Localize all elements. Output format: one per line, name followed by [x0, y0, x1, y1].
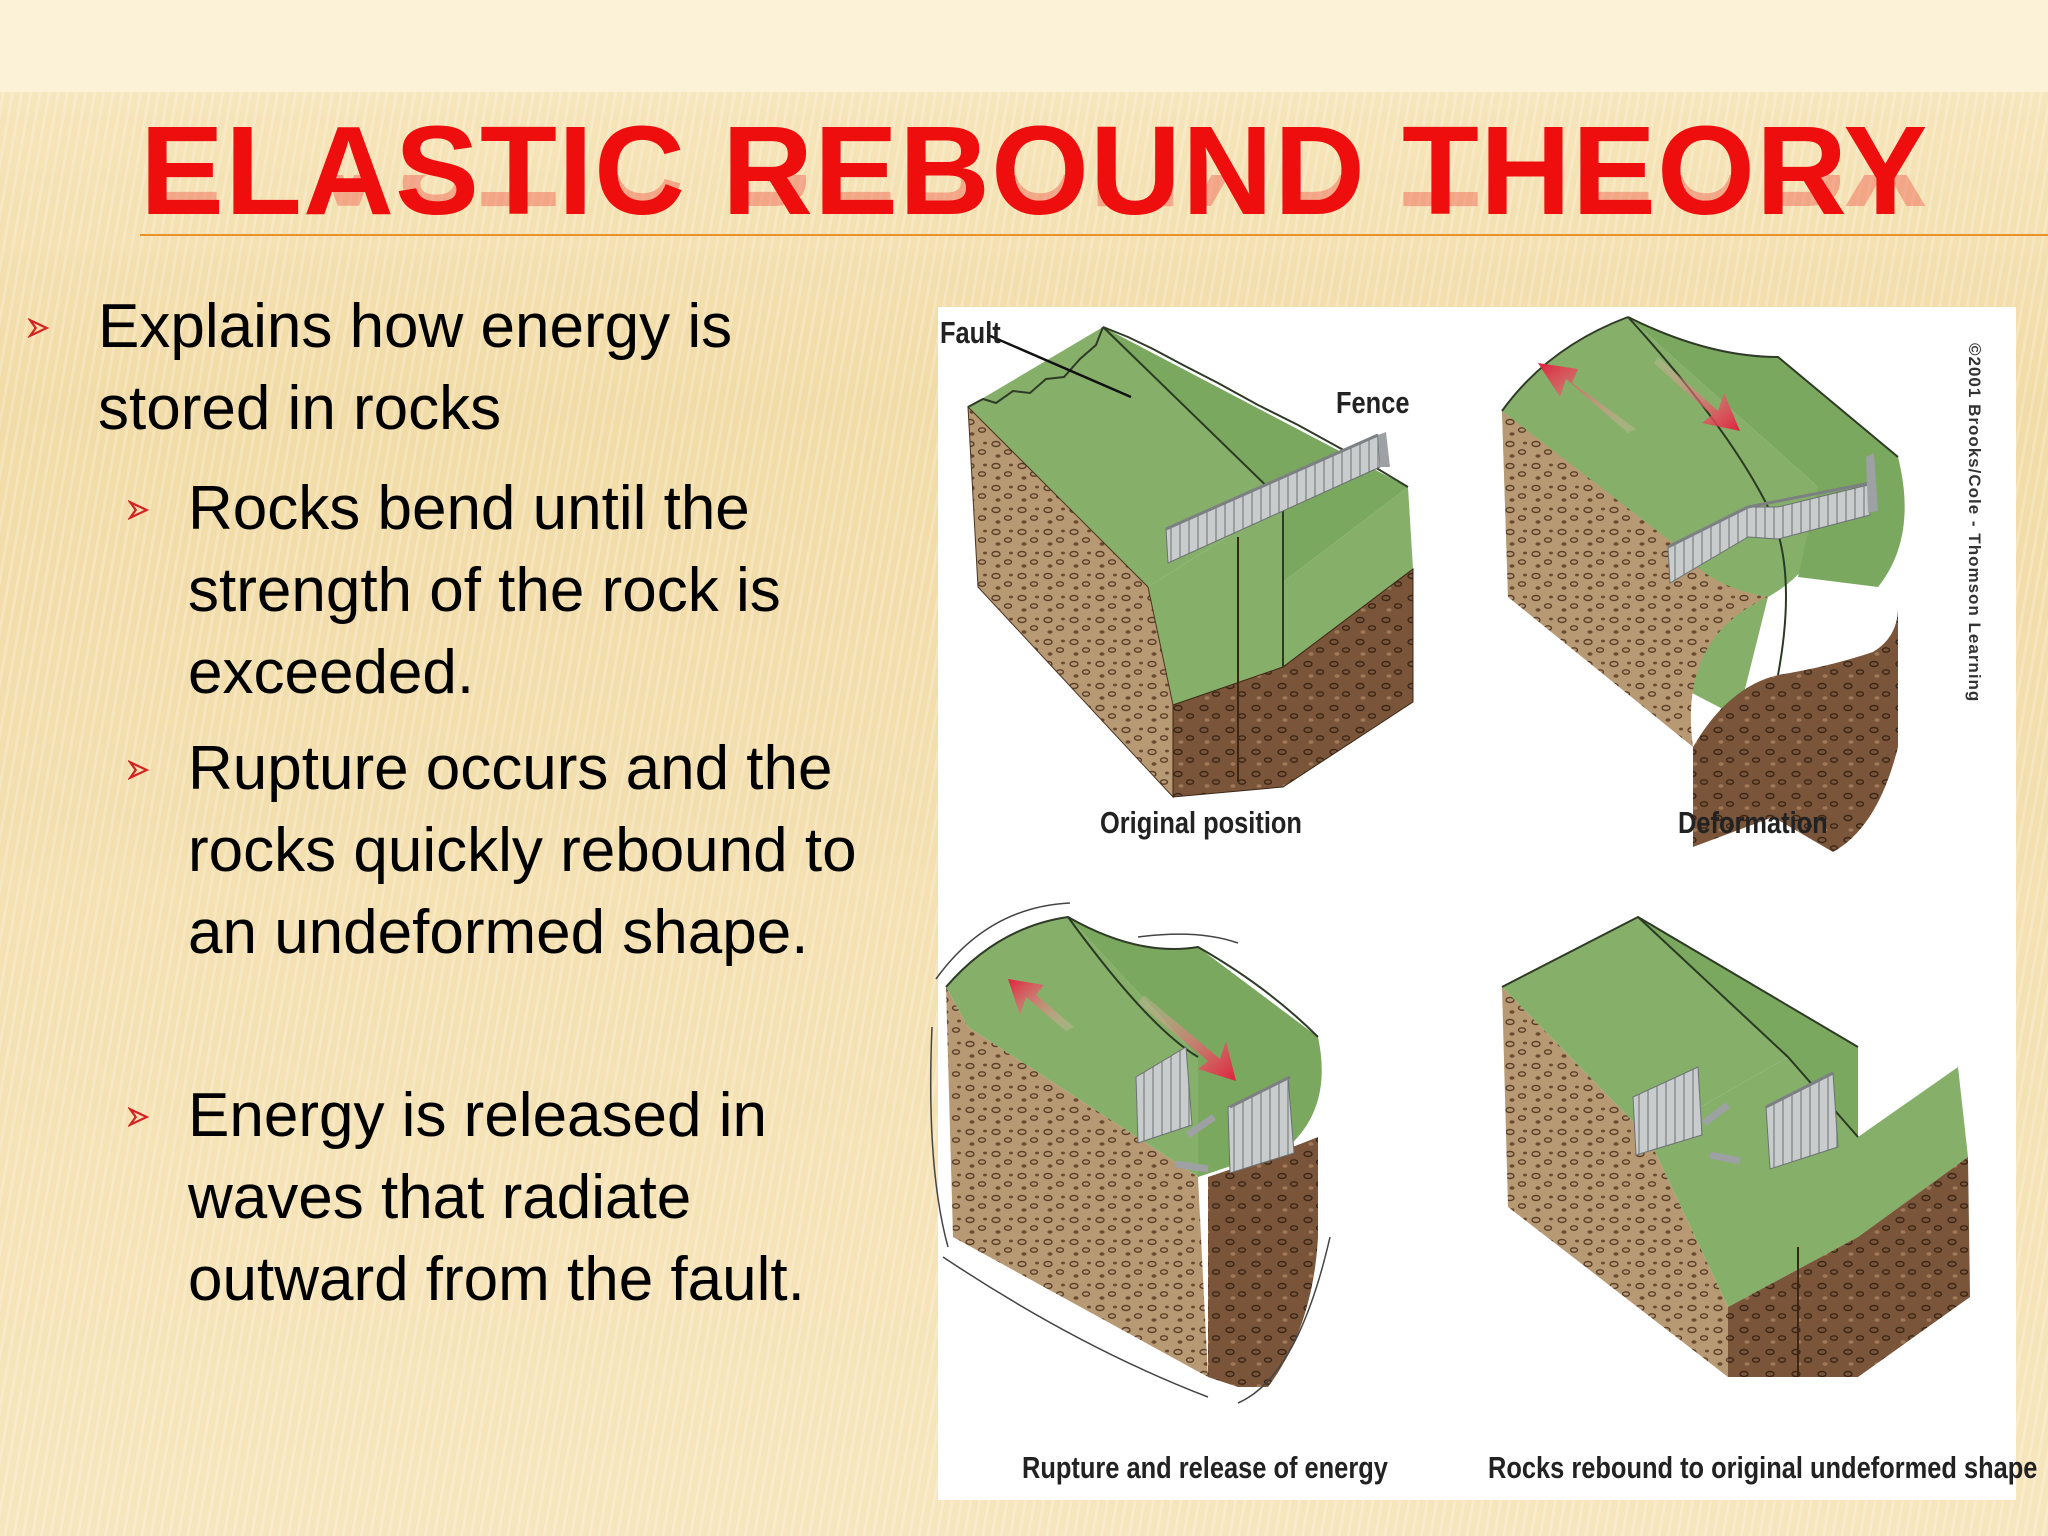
panel-caption: Original position: [1100, 805, 1302, 840]
fault-pointer-line: [987, 333, 1132, 399]
panel-deformation: [1501, 316, 1905, 852]
bullet-item: Energy is released in waves that radiate…: [128, 1075, 888, 1321]
bullet-item: Rupture occurs and the rocks quickly reb…: [128, 728, 888, 974]
panel-rebound: [1501, 915, 1970, 1377]
bullet-arrow-icon: [128, 760, 150, 780]
panel-caption: Rupture and release of energy: [1022, 1450, 1388, 1485]
elastic-rebound-figure: Fault Fence Original position Deformatio…: [929, 307, 2037, 1500]
panel-caption: Deformation: [1678, 805, 1828, 840]
bullet-arrow-icon: [28, 318, 50, 338]
bullet-arrow-icon: [128, 1107, 150, 1127]
seismic-wave-line: [1237, 1236, 1331, 1404]
bullet-item: Explains how energy is stored in rocks: [28, 286, 898, 450]
bullet-text: Explains how energy is stored in rocks: [98, 292, 733, 443]
motion-arrow-icon: [1138, 995, 1236, 1081]
seismic-wave-line: [942, 1256, 1209, 1398]
bullet-text: Energy is released in waves that radiate…: [188, 1081, 805, 1314]
motion-arrow-icon: [1654, 357, 1740, 431]
bullet-arrow-icon: [128, 500, 150, 520]
slide-title: ELASTIC REBOUND THEORY: [140, 100, 1929, 241]
header-band: [0, 0, 2048, 92]
title-underline: [140, 234, 2048, 236]
fault-label: Fault: [940, 315, 1001, 350]
seismic-wave-line: [935, 902, 1071, 980]
bullet-text: Rocks bend until the strength of the roc…: [188, 474, 781, 707]
panel-original-position: [967, 326, 1414, 799]
seismic-wave-line: [929, 1026, 949, 1248]
seismic-wave-line: [1137, 933, 1239, 944]
bullet-text: Rupture occurs and the rocks quickly reb…: [188, 734, 857, 967]
slide-title-reflection: ELASTIC REBOUND THEORY: [140, 175, 1928, 225]
panel-rupture: [929, 902, 1331, 1404]
fence-label: Fence: [1336, 385, 1410, 420]
copyright-notice: ©2001 Brooks/Cole - Thomson Learning: [1965, 343, 1984, 703]
motion-arrow-icon: [1008, 979, 1074, 1031]
motion-arrow-icon: [1538, 363, 1636, 433]
panel-caption: Rocks rebound to original undeformed sha…: [1488, 1450, 2038, 1485]
bullet-item: Rocks bend until the strength of the roc…: [128, 468, 888, 714]
